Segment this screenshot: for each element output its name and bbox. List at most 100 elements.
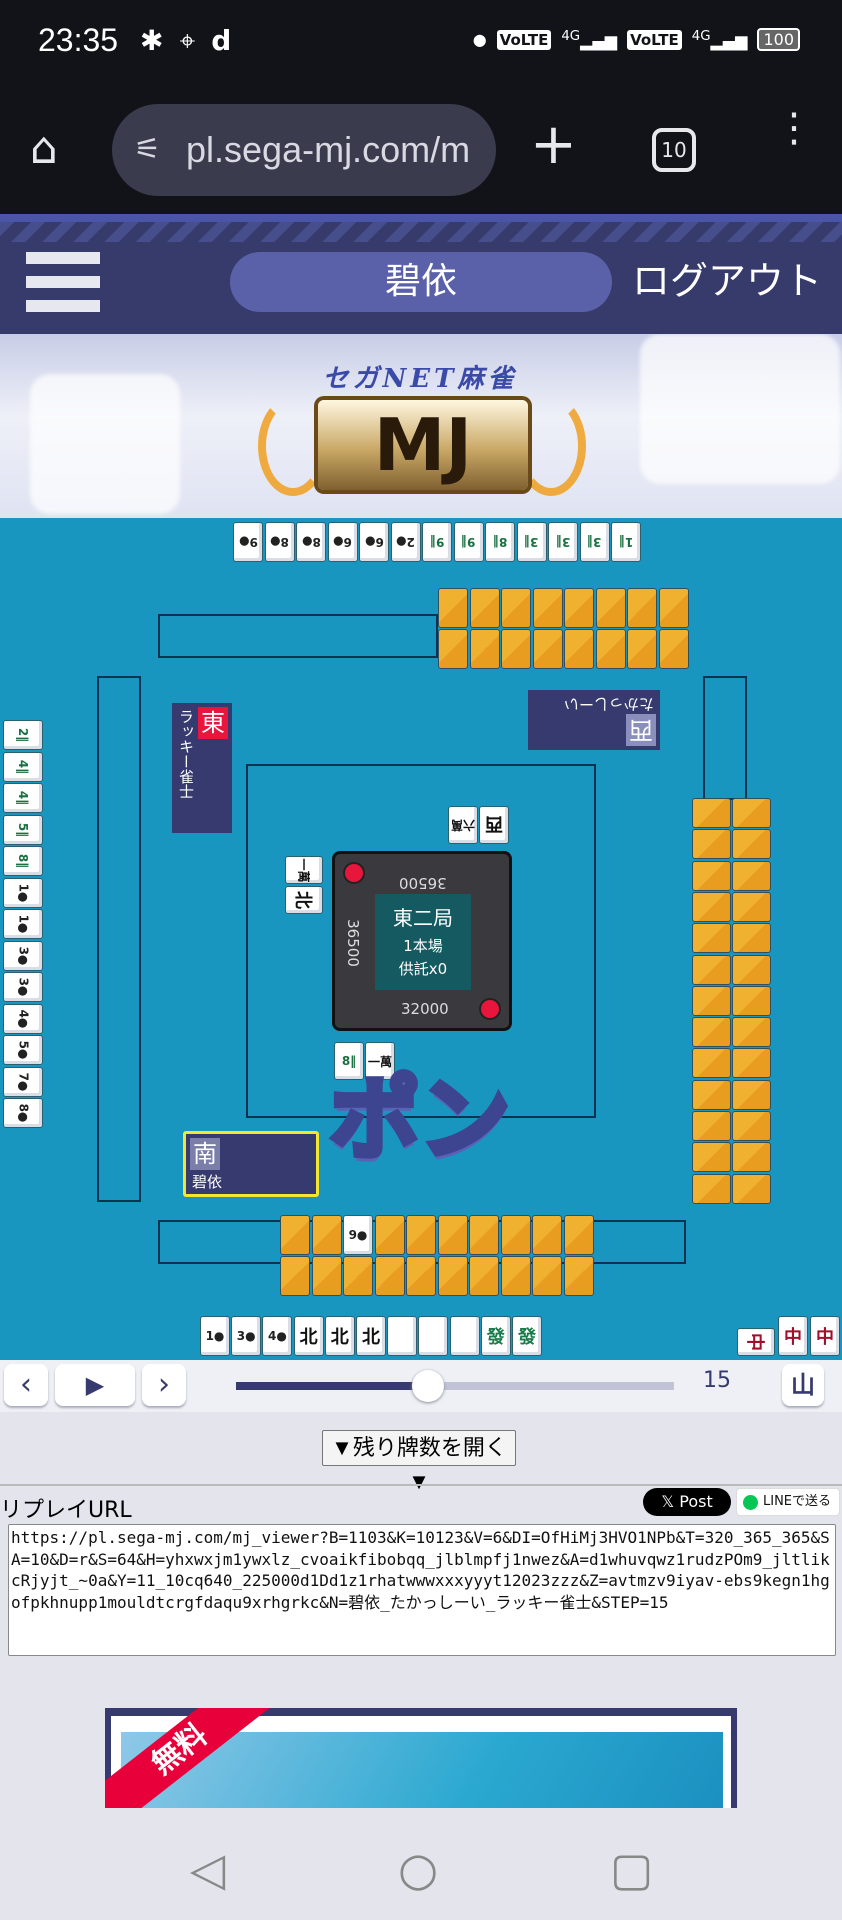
- url-text: pl.sega-mj.com/m: [186, 129, 471, 170]
- face-down-tile: [563, 1215, 594, 1255]
- player-plate-south: 南 碧依: [183, 1131, 319, 1197]
- face-down-tile: [437, 1256, 468, 1296]
- my-hand-tile: 3●: [231, 1316, 262, 1356]
- my-hand-tile: 北: [324, 1316, 355, 1356]
- face-down-tile: [692, 829, 731, 860]
- play-button[interactable]: ▶: [55, 1364, 135, 1406]
- face-down-tile: [438, 588, 468, 628]
- face-down-tile: [732, 860, 771, 891]
- face-down-tile: [438, 629, 468, 669]
- ad-banner[interactable]: 無料: [105, 1708, 737, 1808]
- left-hand-tile: 3●: [3, 972, 43, 1002]
- left-hand-tile: 3●: [3, 940, 43, 971]
- left-hand-tile: 5●: [3, 1035, 43, 1065]
- top-hand-tile: 8●: [264, 522, 295, 562]
- top-hand-tile: 9‖: [422, 522, 452, 562]
- face-down-tile: [732, 1111, 771, 1141]
- face-down-tile: [732, 923, 771, 954]
- score-left: 36500: [343, 919, 362, 967]
- face-down-tile: [627, 588, 657, 628]
- face-down-tile: [732, 1048, 771, 1079]
- face-down-tile: [469, 1215, 499, 1255]
- my-hand-tile: 發: [512, 1316, 542, 1356]
- face-down-tile: [532, 629, 563, 669]
- meld-tile: 中: [778, 1316, 808, 1356]
- wind-south: 南: [190, 1138, 220, 1170]
- logout-link[interactable]: ログアウト: [632, 259, 823, 303]
- face-down-tile: [311, 1215, 342, 1255]
- recents-nav-icon[interactable]: ▢: [610, 1842, 654, 1896]
- back-nav-icon[interactable]: ◁: [190, 1842, 226, 1896]
- face-down-tile: [692, 1079, 731, 1110]
- discard-tile: 8‖: [334, 1042, 364, 1080]
- score-bottom: 32000: [401, 1000, 449, 1018]
- wall-view-button[interactable]: 山: [782, 1364, 824, 1406]
- my-hand-tile: 4●: [262, 1316, 293, 1356]
- top-hand-tile: 6●: [359, 522, 389, 562]
- face-down-tile: [732, 1079, 771, 1110]
- step-slider[interactable]: [236, 1370, 674, 1402]
- riichi-indicator-top-left: [343, 862, 365, 884]
- face-down-tile: [692, 860, 731, 891]
- top-hand-tile: 3‖: [548, 522, 578, 562]
- meld-tile: 中: [810, 1316, 840, 1356]
- wind-east: 東: [198, 707, 228, 739]
- face-down-tile: [469, 1256, 499, 1296]
- face-down-tile: [406, 1215, 436, 1255]
- face-down-tile: [374, 1256, 405, 1296]
- system-indicators: ● VoLTE 4G▂▄▆ VoLTE 4G▂▄▆ 100: [473, 28, 800, 51]
- face-down-tile: [500, 1256, 531, 1296]
- slider-thumb[interactable]: [412, 1370, 444, 1402]
- status-icons: ✱ ⌖ d: [140, 24, 231, 58]
- line-share-button[interactable]: LINEで送る: [736, 1488, 840, 1516]
- mj-logo: MJ: [318, 400, 528, 490]
- address-bar[interactable]: ⚟ pl.sega-mj.com/m: [112, 104, 496, 196]
- top-wall-outline: [158, 614, 438, 658]
- kyotaku: 供託x0: [398, 960, 448, 978]
- my-hand-tile: [418, 1316, 449, 1356]
- my-hand-tile: 發: [480, 1316, 511, 1356]
- riichi-indicator-bottom-right: [479, 998, 501, 1020]
- player-plate-east: 東 ラッキー雀士: [172, 703, 232, 833]
- next-step-button[interactable]: ›: [142, 1364, 186, 1406]
- user-name-button[interactable]: 碧依: [230, 252, 612, 312]
- android-nav-bar: ◁ ○ ▢: [0, 1808, 842, 1920]
- new-tab-icon[interactable]: +: [530, 112, 577, 177]
- slider-fill: [236, 1382, 428, 1390]
- hamburger-menu-icon[interactable]: [26, 252, 100, 312]
- face-down-tile: [732, 954, 771, 985]
- status-bar: 23:35 ✱ ⌖ d ● VoLTE 4G▂▄▆ VoLTE 4G▂▄▆ 10…: [0, 0, 842, 86]
- discard-tile: 西: [479, 806, 509, 844]
- volte-badge-1: VoLTE: [496, 29, 552, 50]
- left-hand-tile: 4‖: [3, 783, 43, 813]
- more-menu-icon[interactable]: ⋮: [774, 105, 814, 151]
- left-hand-tile: 8‖: [3, 846, 43, 876]
- site-settings-icon[interactable]: ⚟: [134, 133, 161, 166]
- replay-url-textarea[interactable]: [8, 1524, 836, 1656]
- show-remaining-tiles-button[interactable]: ▼残り牌数を開く▼: [322, 1430, 516, 1494]
- player-name-south: 碧依: [192, 1173, 223, 1191]
- face-down-tile: [280, 1256, 310, 1296]
- dora-indicator-tile: 9●: [343, 1215, 373, 1255]
- home-nav-icon[interactable]: ○: [398, 1842, 439, 1896]
- face-down-tile: [311, 1256, 342, 1296]
- pon-call-effect: ポン: [327, 1064, 513, 1175]
- face-down-tile: [532, 1256, 562, 1296]
- prev-step-button[interactable]: ‹: [4, 1364, 48, 1406]
- my-hand-tile: 1●: [200, 1316, 230, 1356]
- face-down-tile: [343, 1256, 373, 1296]
- x-post-button[interactable]: 𝕏 Post: [643, 1488, 731, 1516]
- left-hand-tile: 5‖: [3, 814, 43, 845]
- meld-tile: 中: [737, 1328, 775, 1356]
- site-header: 碧依 ログアウト: [0, 214, 842, 334]
- location-icon: ⌖: [179, 24, 196, 57]
- clock: 23:35: [38, 22, 119, 58]
- player-name-east: ラッキー雀士: [177, 709, 195, 799]
- round-display: 東二局 1本場 供託x0: [375, 894, 471, 990]
- discard-tile: 北: [285, 886, 323, 914]
- tab-switcher-button[interactable]: 10: [652, 128, 696, 172]
- d-app-icon: d: [211, 24, 232, 57]
- discard-tile: 六萬: [448, 806, 478, 844]
- home-icon[interactable]: ⌂: [30, 123, 58, 174]
- face-down-tile: [732, 798, 771, 828]
